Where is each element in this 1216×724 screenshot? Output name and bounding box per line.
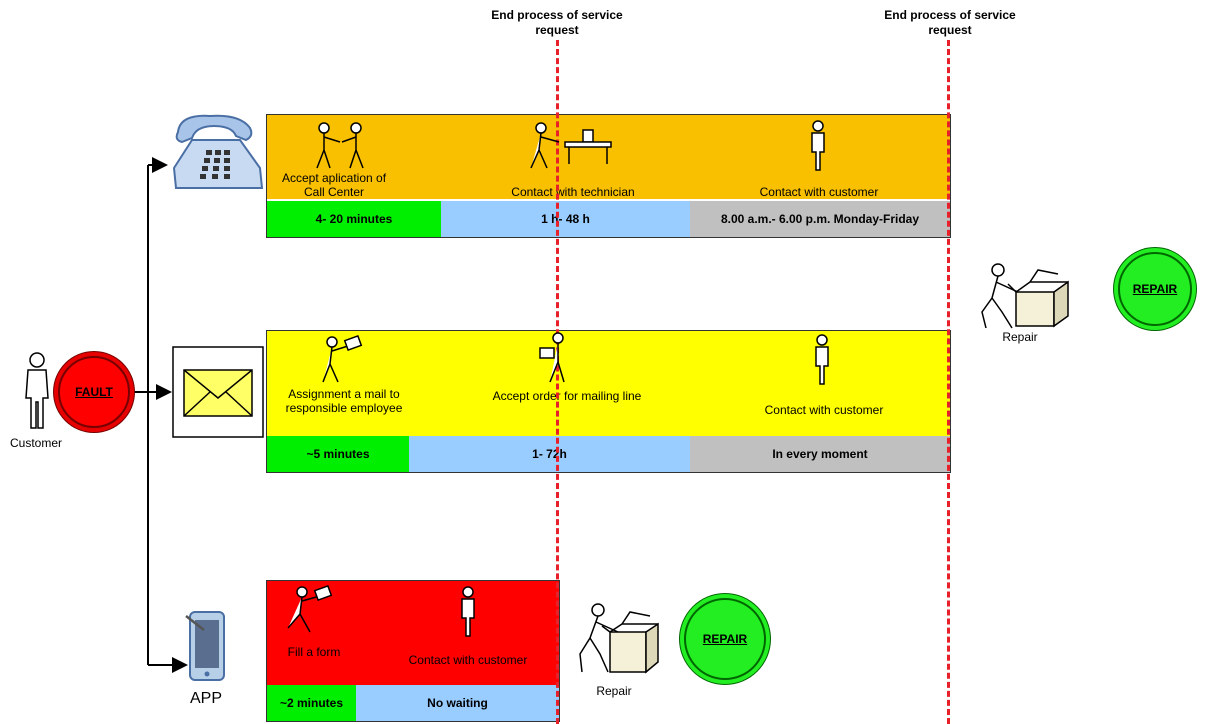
app-step-1-label: Fill a form — [287, 645, 341, 659]
handshake-people-icon — [316, 122, 364, 169]
mail-envelope-icon — [172, 346, 264, 438]
repair-circle-bottom: REPAIR — [684, 598, 766, 680]
end-process-label-2: End process of service request — [884, 8, 1016, 37]
app-time-row: ~2 minutes No waiting — [267, 685, 559, 721]
customer-icon — [25, 352, 49, 429]
phone-lane-header — [267, 115, 950, 199]
phone-step-1-label: Accept aplication of Call Center — [281, 171, 387, 199]
customer-label: Customer — [9, 436, 62, 450]
mail-lane: Assignment a mail to responsible employe… — [266, 330, 951, 473]
phone-time-3: 8.00 a.m.- 6.00 p.m. Monday-Friday — [690, 201, 950, 237]
mailing-line-person-icon — [539, 332, 565, 383]
mail-assign-person-icon — [322, 334, 363, 383]
app-step-2-label: Contact with customer — [408, 653, 528, 667]
technician-icon — [530, 122, 612, 169]
app-time-1: ~2 minutes — [267, 685, 356, 721]
end-process-line-2 — [947, 40, 950, 724]
mail-step-1-label: Assignment a mail to responsible employe… — [285, 387, 403, 415]
mail-time-3: In every moment — [690, 436, 950, 472]
tablet-app-icon — [185, 611, 225, 681]
phone-step-3-label: Contact with customer — [759, 185, 879, 199]
app-time-2: No waiting — [356, 685, 559, 721]
end-process-label-1: End process of service request — [491, 8, 623, 37]
phone-time-1: 4- 20 minutes — [267, 201, 441, 237]
repair-circle-top: REPAIR — [1118, 252, 1192, 326]
app-lane-customer-icon — [461, 586, 475, 637]
mail-lane-header — [267, 331, 950, 436]
repair-label-top: Repair — [1002, 330, 1038, 344]
mail-time-2: 1- 72h — [409, 436, 690, 472]
end-process-line-1 — [556, 40, 559, 724]
telephone-icon — [172, 114, 264, 189]
phone-time-row: 4- 20 minutes 1 h- 48 h 8.00 a.m.- 6.00 … — [267, 201, 950, 237]
app-label: APP — [189, 690, 222, 707]
phone-step-2-label: Contact with technician — [511, 185, 635, 199]
form-filling-person-icon — [287, 584, 333, 633]
mail-lane-customer-icon — [815, 334, 829, 385]
repair-worker-icon-bottom — [579, 603, 659, 674]
repair-worker-icon-top — [981, 263, 1069, 329]
app-lane-header — [267, 581, 559, 685]
mail-step-3-label: Contact with customer — [764, 403, 884, 417]
mail-time-1: ~5 minutes — [267, 436, 409, 472]
repair-label-bottom: Repair — [596, 684, 632, 698]
mail-step-2-label: Accept order for mailing line — [492, 389, 642, 403]
phone-lane-customer-icon — [811, 120, 825, 171]
fault-circle: FAULT — [58, 356, 130, 428]
phone-lane: Accept aplication of Call Center Contact… — [266, 114, 951, 238]
mail-time-row: ~5 minutes 1- 72h In every moment — [267, 436, 950, 472]
app-lane: Fill a form Contact with customer ~2 min… — [266, 580, 560, 722]
phone-time-2: 1 h- 48 h — [441, 201, 690, 237]
